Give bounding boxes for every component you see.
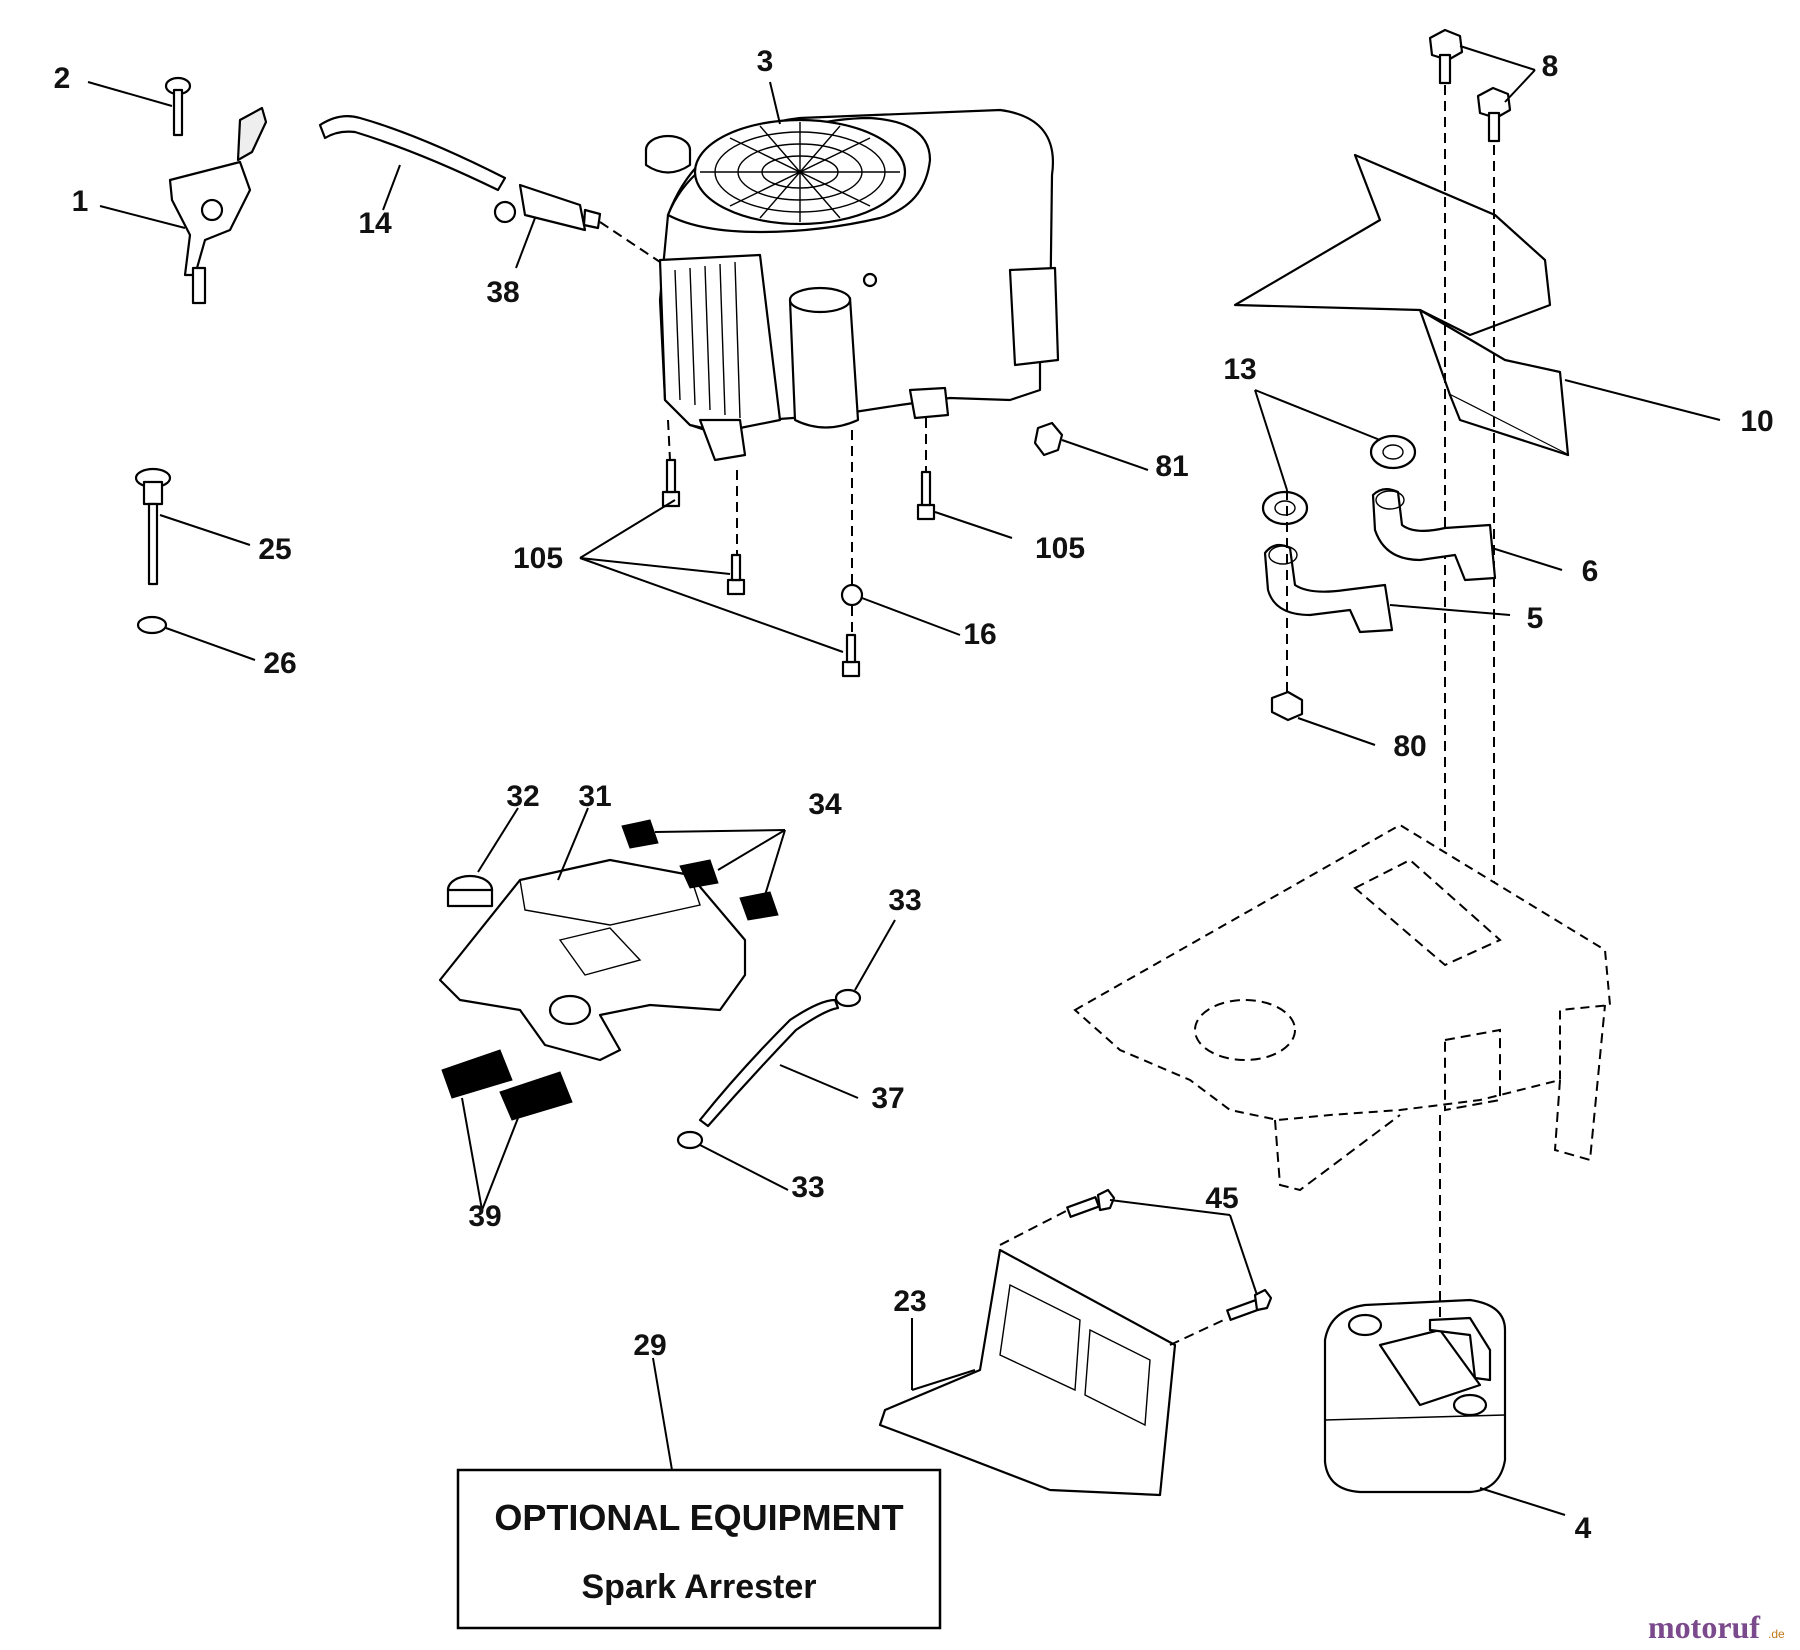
callout-34: 34: [808, 788, 842, 821]
callout-10: 10: [1740, 405, 1773, 438]
engine: [644, 108, 1060, 462]
callout-45: 45: [1205, 1182, 1238, 1215]
callout-4: 4: [1575, 1512, 1592, 1545]
exhaust-pipe-right: [1371, 488, 1497, 582]
fuel-tank: [438, 858, 747, 1062]
callout-31: 31: [578, 780, 611, 813]
screw: [164, 76, 192, 137]
callout-37: 37: [871, 1082, 904, 1115]
callout-29: 29: [633, 1329, 666, 1362]
watermark: motoruf .de: [1648, 1609, 1785, 1645]
watermark-brand: motoruf: [1648, 1609, 1760, 1645]
callout-39: 39: [468, 1200, 501, 1233]
optional-equipment-box: OPTIONAL EQUIPMENT Spark Arrester: [456, 1468, 942, 1630]
arrester-screw: [1066, 1188, 1273, 1321]
callout-14: 14: [358, 207, 392, 240]
optional-equipment-title: OPTIONAL EQUIPMENT: [494, 1497, 903, 1538]
watermark-suffix: .de: [1768, 1627, 1785, 1641]
callout-8: 8: [1542, 50, 1559, 83]
choke-nut: [136, 615, 168, 635]
callout-105-left: 105: [513, 542, 563, 575]
engine-bolt: [661, 458, 936, 678]
callout-105-right: 105: [1035, 532, 1085, 565]
callout-1: 1: [72, 185, 89, 218]
shield-bolt: [1428, 28, 1512, 143]
exhaust-gasket: [1261, 434, 1417, 526]
callout-23: 23: [893, 1285, 926, 1318]
fuel-fitting: [493, 183, 602, 232]
callout-6: 6: [1582, 555, 1599, 588]
nut: [1033, 421, 1064, 457]
throttle-control: [168, 106, 268, 305]
callout-3: 3: [757, 45, 774, 78]
spark-arrester: [878, 1248, 1177, 1497]
callout-80: 80: [1393, 730, 1426, 763]
optional-equipment-subtitle: Spark Arrester: [582, 1568, 817, 1606]
lock-washer: [840, 583, 864, 607]
fuel-cap: [446, 874, 494, 908]
fuel-line: [318, 115, 507, 192]
fuel-hose: [698, 998, 840, 1128]
exhaust-pipe-left: [1263, 543, 1394, 634]
hose-clamp: [676, 988, 862, 1150]
choke-knob: [134, 467, 172, 586]
muffler: [1323, 1298, 1507, 1494]
callout-33-bottom: 33: [791, 1171, 824, 1204]
callout-33-top: 33: [888, 884, 921, 917]
callout-38: 38: [486, 276, 519, 309]
callout-81: 81: [1155, 450, 1188, 483]
callout-5: 5: [1527, 602, 1544, 635]
tank-pad: [441, 819, 779, 1121]
callout-25: 25: [258, 533, 291, 566]
frame: [1073, 823, 1612, 1192]
callout-13: 13: [1223, 353, 1256, 386]
callout-16: 16: [963, 618, 996, 651]
callout-26: 26: [263, 647, 296, 680]
callout-32: 32: [506, 780, 539, 813]
callout-2: 2: [54, 62, 71, 95]
heat-shield: [1233, 153, 1570, 457]
exhaust-nut: [1270, 690, 1304, 722]
leader-lines: [87, 45, 1721, 1516]
